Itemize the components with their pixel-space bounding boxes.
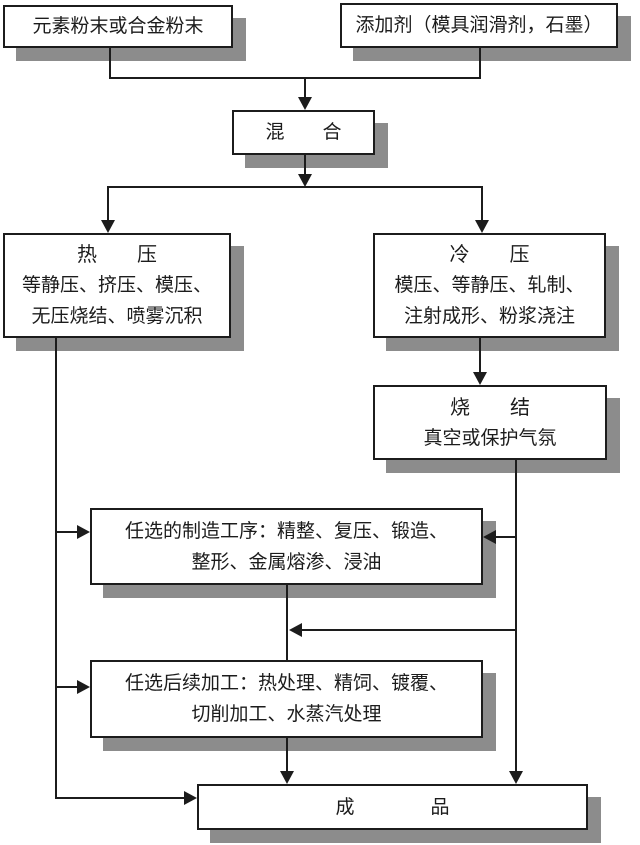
connector-left-into-opt-post xyxy=(55,686,79,688)
connector-left-rail xyxy=(55,338,57,799)
node-hot-pressing: 热 压 等静压、挤压、模压、 无压烧结、喷雾沉积 xyxy=(3,233,231,338)
connector-left-into-opt-manufacturing xyxy=(55,531,79,533)
node-mixing: 混 合 xyxy=(232,110,375,155)
node-cold-pressing-line2: 注射成形、粉浆浇注 xyxy=(403,305,575,327)
node-finished-product-label: 成 品 xyxy=(335,795,450,818)
node-additives: 添加剂（模具润滑剂，石墨） xyxy=(340,3,618,48)
connector-left-into-final xyxy=(55,797,186,799)
node-cold-pressing: 冷 压 模压、等静压、轧制、 注射成形、粉浆浇注 xyxy=(373,233,606,338)
connector-right-rail xyxy=(515,460,517,773)
node-additives-label: 添加剂（模具润滑剂，石墨） xyxy=(355,14,603,36)
node-hot-pressing-line2: 无压烧结、喷雾沉积 xyxy=(31,305,203,327)
node-optional-manufacturing: 任选的制造工序：精整、复压、锻造、 整形、金属熔渗、浸油 xyxy=(90,508,483,585)
connector-additives-down xyxy=(479,48,481,78)
arrowhead-into-sintering xyxy=(473,372,487,385)
arrowhead-into-final-right xyxy=(509,771,523,784)
connector-right-into-opt-manufacturing xyxy=(495,536,516,538)
arrowhead-mixing-split xyxy=(298,174,312,187)
connector-split-left-down xyxy=(107,186,109,221)
connector-merge-bar xyxy=(109,77,481,79)
arrowhead-into-final-center xyxy=(280,771,294,784)
node-optional-post-processing: 任选后续加工：热处理、精饲、镀覆、 切削加工、水蒸汽处理 xyxy=(90,660,483,738)
connector-right-rail-join xyxy=(300,629,516,631)
node-cold-pressing-line1: 模压、等静压、轧制、 xyxy=(394,274,585,296)
connector-split-bar xyxy=(107,186,483,188)
node-finished-product: 成 品 xyxy=(197,784,588,830)
node-sintering-title: 烧 结 xyxy=(450,394,530,419)
node-optional-post-processing-line2: 切削加工、水蒸汽处理 xyxy=(191,703,382,725)
arrowhead-into-opt-manufacturing-right xyxy=(483,530,496,544)
node-elemental-powder: 元素粉末或合金粉末 xyxy=(3,5,233,48)
arrowhead-into-opt-manufacturing-left xyxy=(77,525,90,539)
node-hot-pressing-line1: 等静压、挤压、模压、 xyxy=(21,274,212,296)
connector-opt1-to-opt2 xyxy=(286,585,288,660)
node-cold-pressing-title: 冷 压 xyxy=(449,242,530,266)
connector-mixing-down xyxy=(304,155,306,175)
arrowhead-into-cold-pressing xyxy=(475,220,489,233)
connector-cold-to-sintering xyxy=(479,338,481,374)
arrowhead-into-opt-post-left xyxy=(77,680,90,694)
node-sintering: 烧 结 真空或保护气氛 xyxy=(373,385,607,460)
connector-elemental-down xyxy=(109,47,111,78)
connector-split-right-down xyxy=(481,186,483,221)
node-elemental-powder-label: 元素粉末或合金粉末 xyxy=(32,15,204,37)
node-optional-post-processing-line1: 任选后续加工：热处理、精饲、镀覆、 xyxy=(124,672,448,694)
connector-into-mixing xyxy=(304,77,306,99)
node-hot-pressing-title: 热 压 xyxy=(77,242,157,266)
arrowhead-right-rail-join xyxy=(289,623,302,637)
node-sintering-line1: 真空或保护气氛 xyxy=(423,426,557,449)
arrowhead-into-final-left xyxy=(184,791,197,805)
node-optional-manufacturing-line2: 整形、金属熔渗、浸油 xyxy=(191,550,382,573)
arrowhead-into-hot-pressing xyxy=(101,220,115,233)
node-optional-manufacturing-line1: 任选的制造工序：精整、复压、锻造、 xyxy=(124,519,448,542)
node-mixing-label: 混 合 xyxy=(265,121,342,143)
arrowhead-into-mixing xyxy=(298,97,312,110)
connector-opt2-to-final xyxy=(286,738,288,774)
